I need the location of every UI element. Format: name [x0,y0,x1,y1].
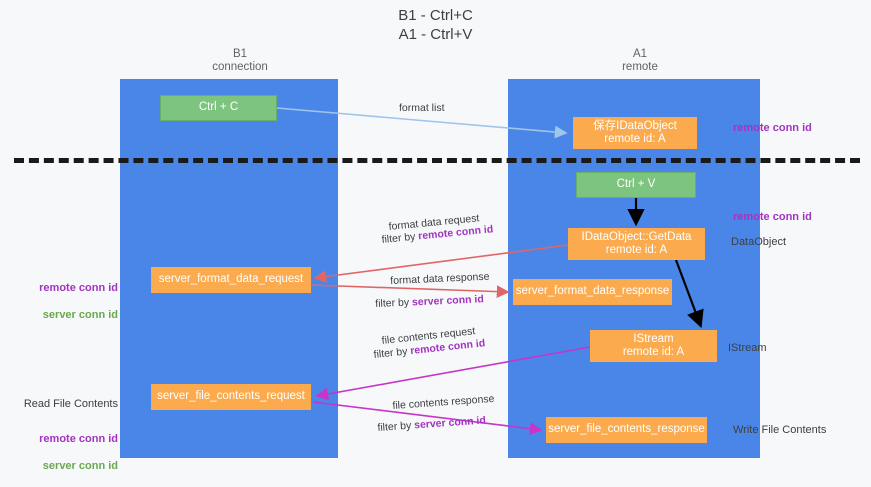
annotation-left-remote-conn-id-2: remote conn id [39,432,118,445]
filter-key-server-conn-id: server conn id [413,414,487,432]
column-header-b1: B1 connection [212,48,268,73]
edge-label-format-list: format list [399,102,445,114]
annotation-left-remote-conn-id: remote conn id [39,281,118,294]
annotation-left-conn-ids: remote conn id server conn id [18,268,118,336]
filter-key-server-conn-id: server conn id [411,293,485,309]
annotation-left-server-conn-id-2: server conn id [42,459,118,472]
filter-prefix: filter by [377,419,415,434]
phase-divider [14,158,860,163]
node-server-file-contents-response[interactable]: server_file_contents_response [546,417,707,443]
annotation-dataobject: DataObject [731,236,787,248]
edge-label-file-contents-response-filter: filter by server conn id [377,413,486,435]
edge-label-format-data-response: format data response [390,270,490,287]
annotation-read-file-contents: Read File Contents [23,397,118,410]
annotation-istream: IStream [728,342,767,354]
annotation-left-read-file-contents-group: Read File Contents remote conn id server… [18,384,118,487]
diagram-canvas: B1 - Ctrl+C A1 - Ctrl+V B1 connection A1… [14,7,860,472]
filter-prefix: filter by [375,296,413,310]
edge-label-file-contents-response: file contents response [392,392,495,412]
node-ctrl-c[interactable]: Ctrl + C [160,95,277,121]
annotation-remote-conn-id-mid: remote conn id [733,211,812,223]
annotation-left-server-conn-id: server conn id [42,308,118,321]
page-title: B1 - Ctrl+C A1 - Ctrl+V [398,7,473,43]
node-istream[interactable]: IStream remote id: A [590,330,717,362]
annotation-write-file-contents: Write File Contents [733,424,827,436]
edge-label-format-data-response-filter: filter by server conn id [375,292,484,311]
filter-prefix: filter by [381,230,419,246]
node-server-format-data-response[interactable]: server_format_data_response [513,279,672,305]
node-server-format-data-request[interactable]: server_format_data_request [151,267,311,293]
node-idataobject-getdata[interactable]: IDataObject::GetData remote id: A [568,228,705,260]
node-server-file-contents-request[interactable]: server_file_contents_request [151,384,311,410]
annotation-remote-conn-id-top: remote conn id [733,122,812,134]
column-header-a1: A1 remote [622,48,658,73]
filter-prefix: filter by [373,345,411,361]
node-idataobject[interactable]: 保存IDataObject remote id: A [573,117,697,149]
node-ctrl-v[interactable]: Ctrl + V [576,172,696,198]
